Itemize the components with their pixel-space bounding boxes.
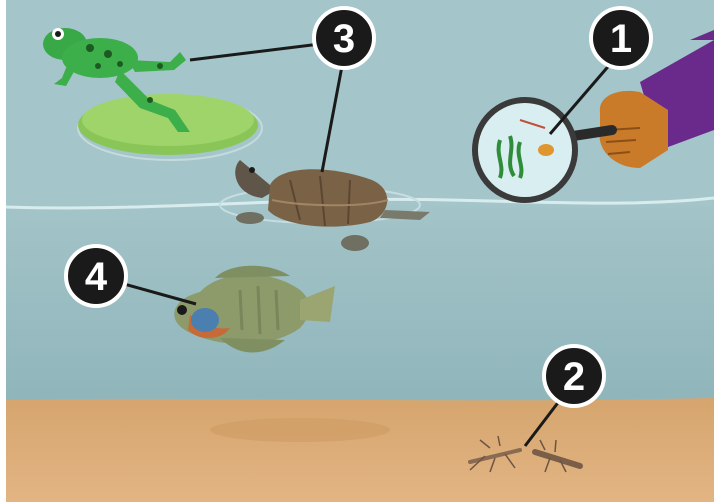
sand-shadow	[210, 418, 390, 442]
callout-2-number: 2	[563, 355, 585, 399]
lily-pad-icon	[78, 94, 262, 160]
callout-3-number: 3	[333, 17, 355, 61]
callout-4: 4	[66, 246, 126, 306]
callout-1: 1	[591, 8, 651, 68]
sandy-bottom	[6, 398, 714, 502]
underwater-area	[6, 205, 714, 405]
callout-3: 3	[314, 8, 374, 68]
callout-1-number: 1	[610, 17, 632, 61]
callout-4-number: 4	[85, 255, 108, 299]
callout-2: 2	[544, 346, 604, 406]
